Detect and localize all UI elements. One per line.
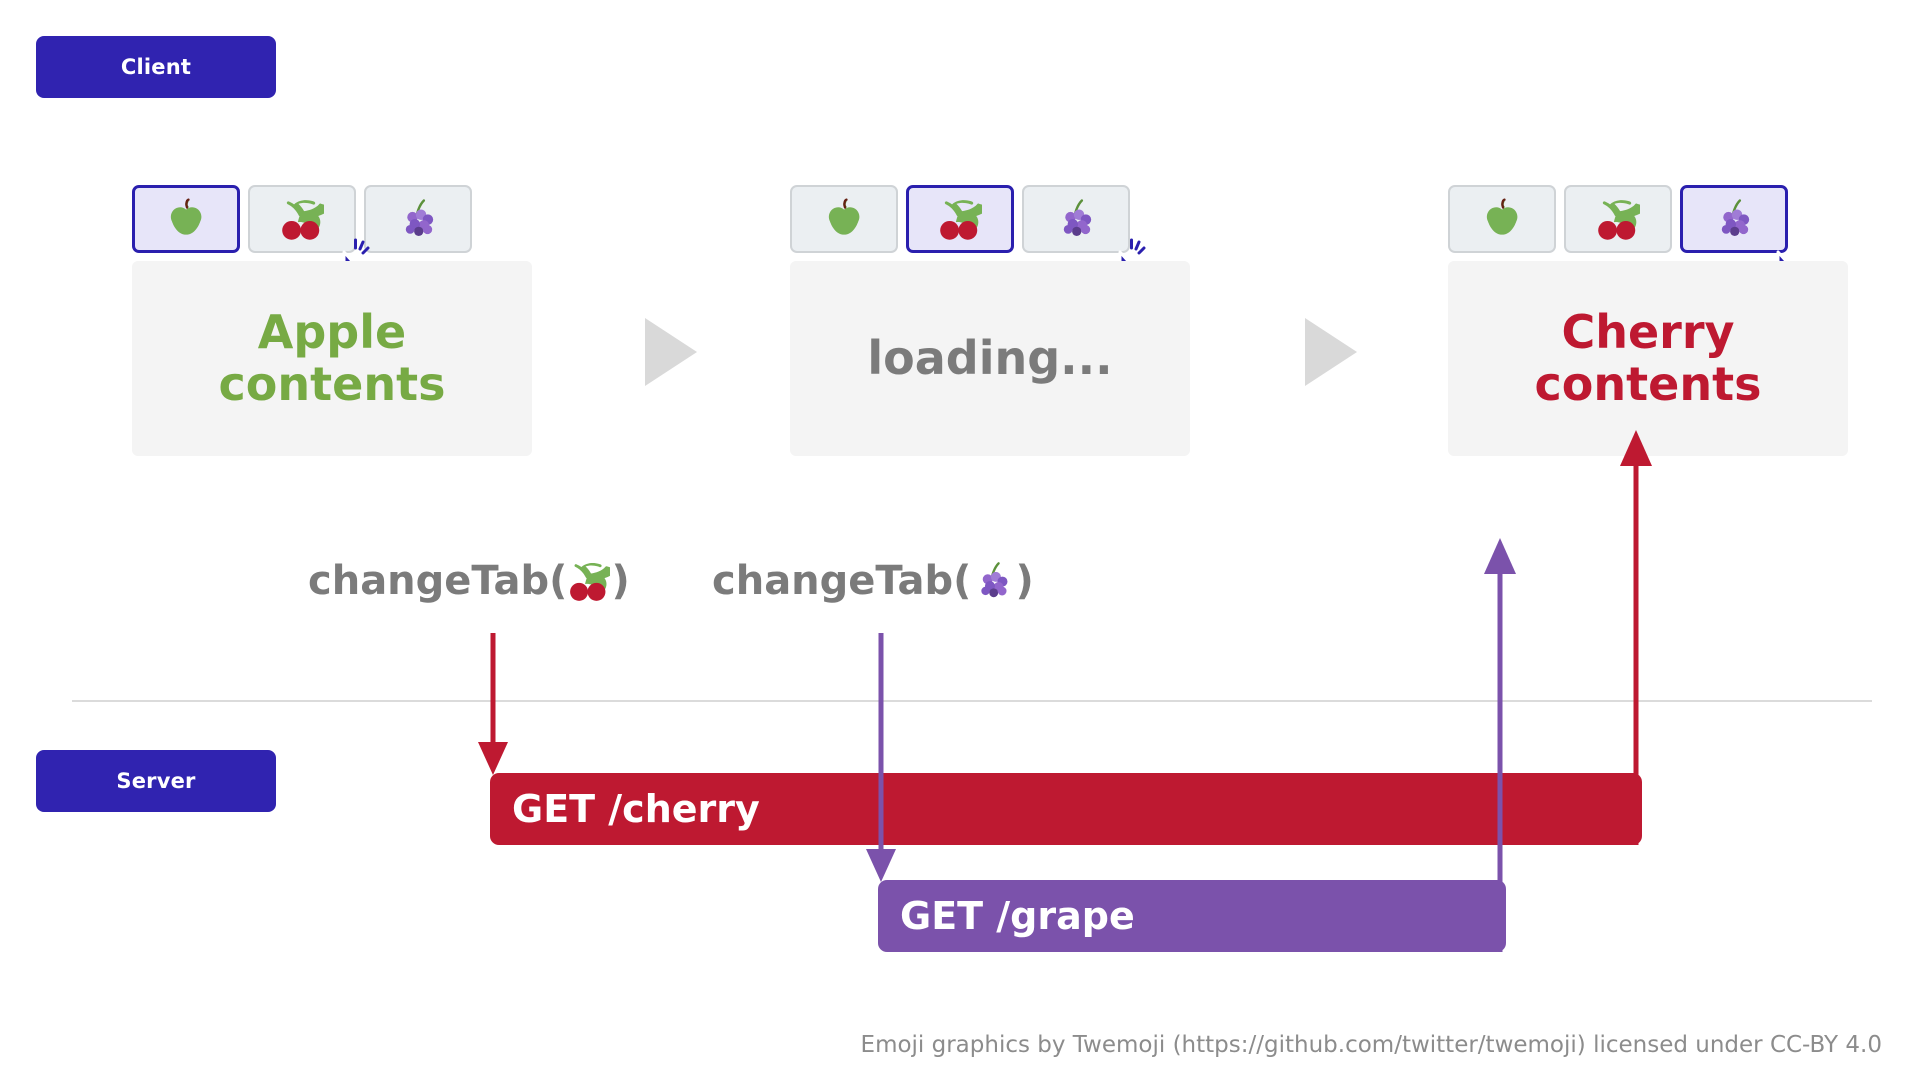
panel-3-tabbar (1448, 185, 1788, 253)
request-bar-grape: GET /grape (878, 880, 1506, 952)
panel-1-content-text: Apple contents (218, 304, 446, 411)
call-grape-prefix: changeTab( (712, 558, 972, 604)
client-role-pill: Client (36, 36, 276, 98)
call-label-change-tab-grape: changeTab( ) (712, 558, 1034, 604)
apple-icon (828, 198, 860, 235)
call-cherry-suffix: ) (611, 558, 630, 604)
footer-credit: Emoji graphics by Twemoji (https://githu… (860, 1032, 1882, 1058)
panel-2-tab-apple[interactable] (790, 185, 898, 253)
grape-icon (1721, 199, 1750, 236)
apple-icon (170, 198, 202, 235)
apple-icon (1486, 198, 1518, 235)
call-label-change-tab-cherry: changeTab( ) (308, 558, 630, 604)
request-bar-grape-label: GET /grape (900, 894, 1135, 938)
panel-2-tabbar (790, 185, 1130, 253)
panel-1-tab-apple[interactable] (132, 185, 240, 253)
panel-3-content-text: Cherry contents (1534, 304, 1762, 411)
panel-1-tab-cherry[interactable] (248, 185, 356, 253)
request-bar-cherry-label: GET /cherry (512, 787, 760, 831)
cherry-icon (1598, 200, 1640, 240)
step-arrow-2 (1305, 318, 1357, 386)
cherry-icon (940, 200, 982, 240)
panel-3-tab-grape[interactable] (1680, 185, 1788, 253)
step-arrow-1 (645, 318, 697, 386)
panel-1-tabbar (132, 185, 472, 253)
grape-icon (1063, 199, 1092, 236)
panel-2-content-text: loading... (867, 330, 1113, 385)
panel-3-tab-cherry[interactable] (1564, 185, 1672, 253)
call-cherry-prefix: changeTab( (308, 558, 568, 604)
grape-icon (981, 562, 1008, 598)
cherry-icon (570, 563, 611, 601)
client-server-divider (72, 700, 1872, 702)
panel-2-tab-grape[interactable] (1022, 185, 1130, 253)
grape-icon (405, 199, 434, 236)
panel-1-tab-grape[interactable] (364, 185, 472, 253)
request-bar-cherry: GET /cherry (490, 773, 1642, 845)
server-role-label: Server (116, 769, 196, 793)
cherry-icon (282, 200, 324, 240)
call-grape-suffix: ) (1015, 558, 1034, 604)
client-role-label: Client (120, 55, 192, 79)
panel-2-tab-cherry[interactable] (906, 185, 1014, 253)
panel-3-tab-apple[interactable] (1448, 185, 1556, 253)
panel-1-viewport: Apple contents (132, 261, 532, 456)
panel-2-viewport: loading... (790, 261, 1190, 456)
server-role-pill: Server (36, 750, 276, 812)
panel-3-viewport: Cherry contents (1448, 261, 1848, 456)
flow-arrow-cherry-request (478, 633, 508, 775)
